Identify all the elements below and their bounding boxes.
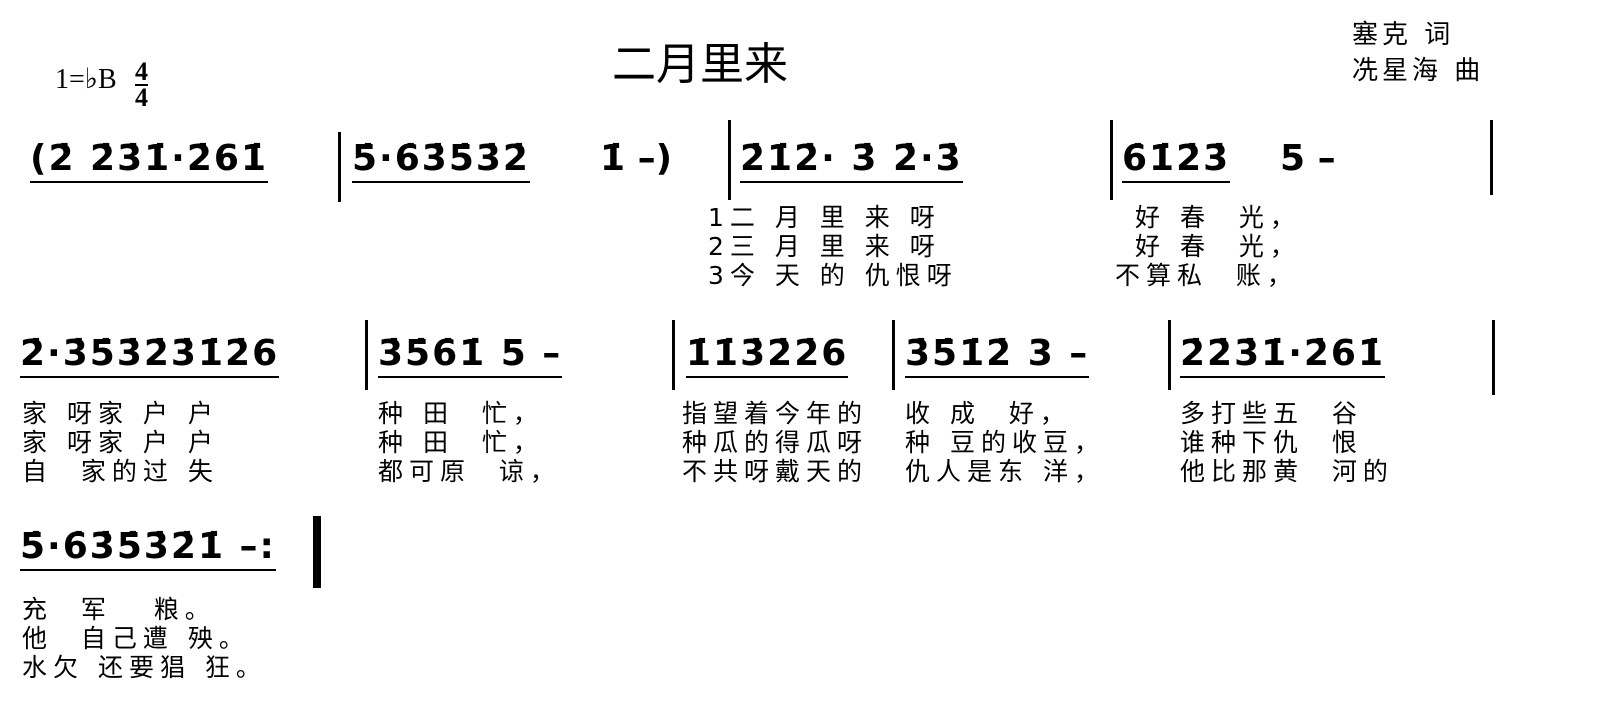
barline	[672, 320, 675, 390]
lyric: 收 成 好，	[905, 399, 1071, 428]
barline	[1168, 320, 1171, 390]
lyric: 2三 月 里 来 呀	[708, 232, 941, 261]
lyric: 他比那黄 河的	[1180, 457, 1394, 486]
barline	[365, 320, 368, 390]
lyric: 不算私 账，	[1115, 261, 1298, 290]
lyric: 仇人是东 洋，	[905, 457, 1105, 486]
meter-top: 4	[135, 57, 148, 86]
lyric: 3今 天 的 仇恨呀	[708, 261, 958, 290]
song-title: 二月里来	[612, 39, 788, 90]
barline	[1490, 120, 1493, 195]
lyric: 指望着今年的	[682, 399, 869, 428]
measure: 5̇·6̇3̇5̇3̇2̇	[352, 138, 530, 183]
barline	[1110, 120, 1113, 200]
measure: 3̇5̇6̇1̇ 5 –	[378, 333, 563, 378]
lyric: 家 呀家 户 户	[22, 428, 219, 457]
barline	[338, 132, 341, 202]
measure: 5 –	[1280, 138, 1336, 179]
final-repeat-barline	[313, 516, 321, 588]
measure: 1̇1̇3̇2̇2̇6	[686, 333, 849, 378]
lyric: 他 自己遭 殃。	[22, 624, 250, 653]
measure: 5̇·6̇3̇5̇3̇2̇1̇ –:	[20, 526, 276, 571]
lyric: 种 田 忙，	[378, 428, 544, 457]
lyric: 好 春 光，	[1135, 232, 1301, 261]
lyric: 种瓜的得瓜呀	[682, 428, 869, 457]
key-signature: 1=♭B	[55, 64, 117, 95]
lyric: 水欠 还要猖 狂。	[22, 653, 267, 682]
lyric: 种 豆的收豆，	[905, 428, 1105, 457]
barline	[728, 120, 731, 200]
lyric: 不共呀戴天的	[682, 457, 869, 486]
lyric: 1二 月 里 来 呀	[708, 203, 941, 232]
lyric: 好 春 光，	[1135, 203, 1301, 232]
lyric: 多打些五 谷	[1180, 399, 1363, 428]
measure: 2̇1̇2̇· 3̇ 2̇·3̇	[740, 138, 963, 183]
measure: 2̇2̇3̇1̇·2̇61̇	[1180, 333, 1386, 378]
lyricist-credit: 塞克 词	[1352, 20, 1455, 50]
barline	[1492, 320, 1495, 395]
lyric: 种 田 忙，	[378, 399, 544, 428]
barline	[892, 320, 895, 390]
lyric: 自 家的过 失	[22, 457, 219, 486]
measure: 6̇1̇2̇3̇	[1122, 138, 1231, 183]
lyric: 家 呀家 户 户	[22, 399, 219, 428]
lyric: 充 军 粮。	[22, 595, 216, 624]
measure: 3̇5̇1̇2̇ 3 –	[905, 333, 1090, 378]
lyric: 谁种下仇 恨	[1180, 428, 1363, 457]
measure: (2̇ 2̇3̇1̇·2̇61̇	[30, 138, 269, 183]
lyric: 都可原 谅，	[378, 457, 561, 486]
measure: 1̇ –)	[600, 138, 673, 179]
meter-bottom: 4	[135, 83, 148, 112]
composer-credit: 冼星海 曲	[1352, 56, 1485, 86]
measure: 2̇·3̇5̇3̇2̇3̇1̇2̇6	[20, 333, 280, 378]
